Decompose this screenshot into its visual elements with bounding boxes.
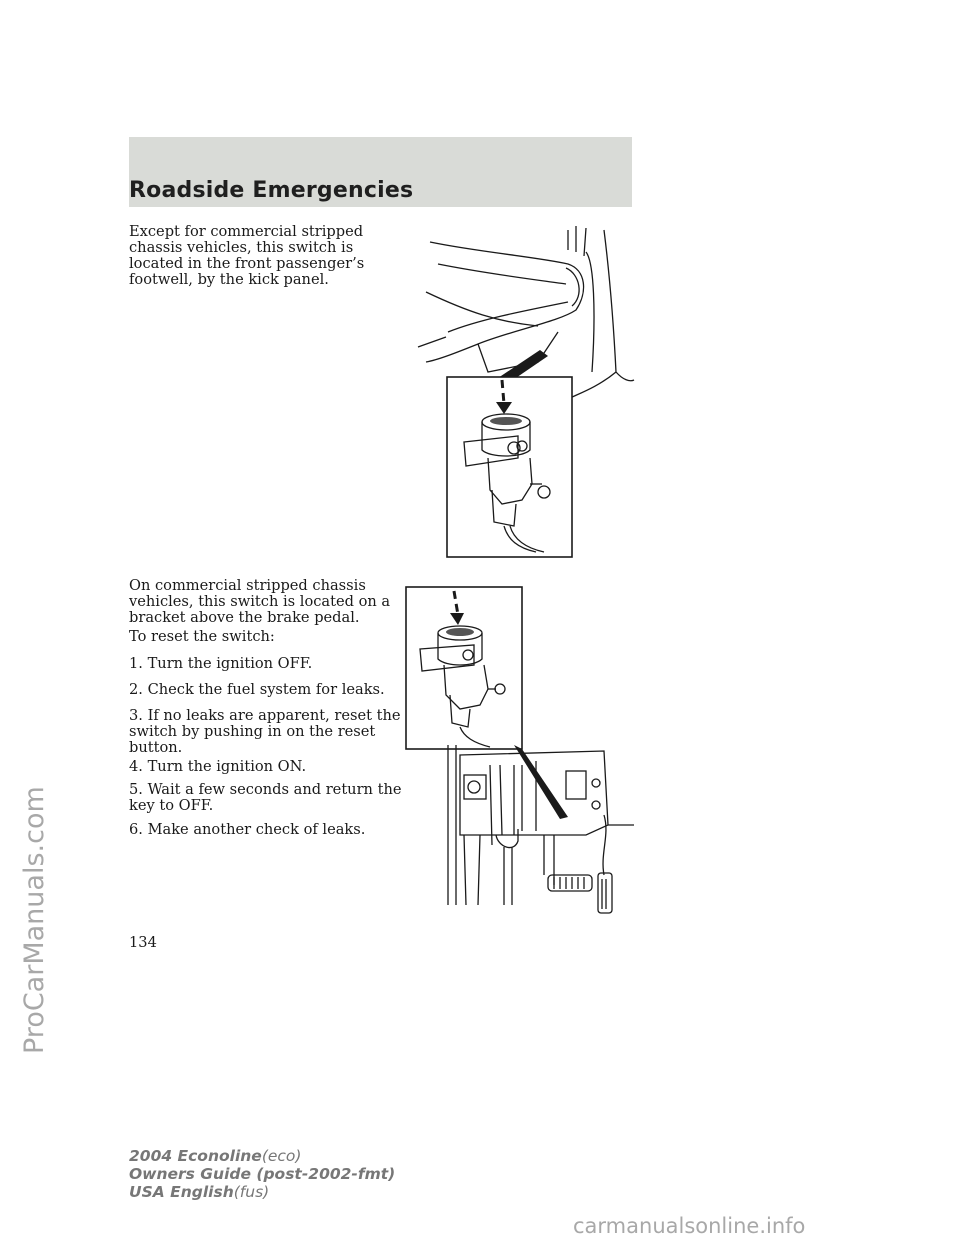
brake-pedal-switch-illustration (405, 586, 634, 914)
section-header-band (129, 137, 632, 207)
reset-step-6: 6. Make another check of leaks. (129, 821, 366, 838)
reset-step-3: 3. If no leaks are apparent, reset the s… (129, 707, 401, 756)
reset-step-2: 2. Check the fuel system for leaks. (129, 681, 385, 698)
footer-guide: Owners Guide (post-2002-fmt) (129, 1165, 396, 1183)
footer-vehicle: 2004 Econoline (129, 1147, 262, 1165)
footer-line-3: USA English(fus) (129, 1183, 395, 1201)
reset-step-5: 5. Wait a few seconds and return the key… (129, 781, 402, 814)
reset-intro: To reset the switch: (129, 628, 275, 645)
footer-line-1: 2004 Econoline(eco) (129, 1147, 395, 1165)
section-title: Roadside Emergencies (129, 178, 414, 203)
commercial-location-paragraph: On commercial stripped chassis vehicles,… (129, 577, 391, 626)
page-number: 134 (129, 934, 157, 951)
footer-vehicle-code: (eco) (261, 1147, 302, 1165)
watermark-procarmanuals: ProCarManuals.com (19, 786, 50, 1054)
footwell-location-paragraph: Except for commercial stripped chassis v… (129, 223, 365, 288)
footer-language: USA English (129, 1183, 234, 1201)
watermark-carmanualsonline: carmanualsonline.info (573, 1214, 806, 1238)
footwell-switch-illustration (417, 226, 635, 558)
reset-step-4: 4. Turn the ignition ON. (129, 758, 307, 775)
reset-step-1: 1. Turn the ignition OFF. (129, 655, 313, 672)
document-footer: 2004 Econoline(eco) Owners Guide (post-2… (129, 1147, 395, 1201)
footer-language-code: (fus) (233, 1183, 270, 1201)
